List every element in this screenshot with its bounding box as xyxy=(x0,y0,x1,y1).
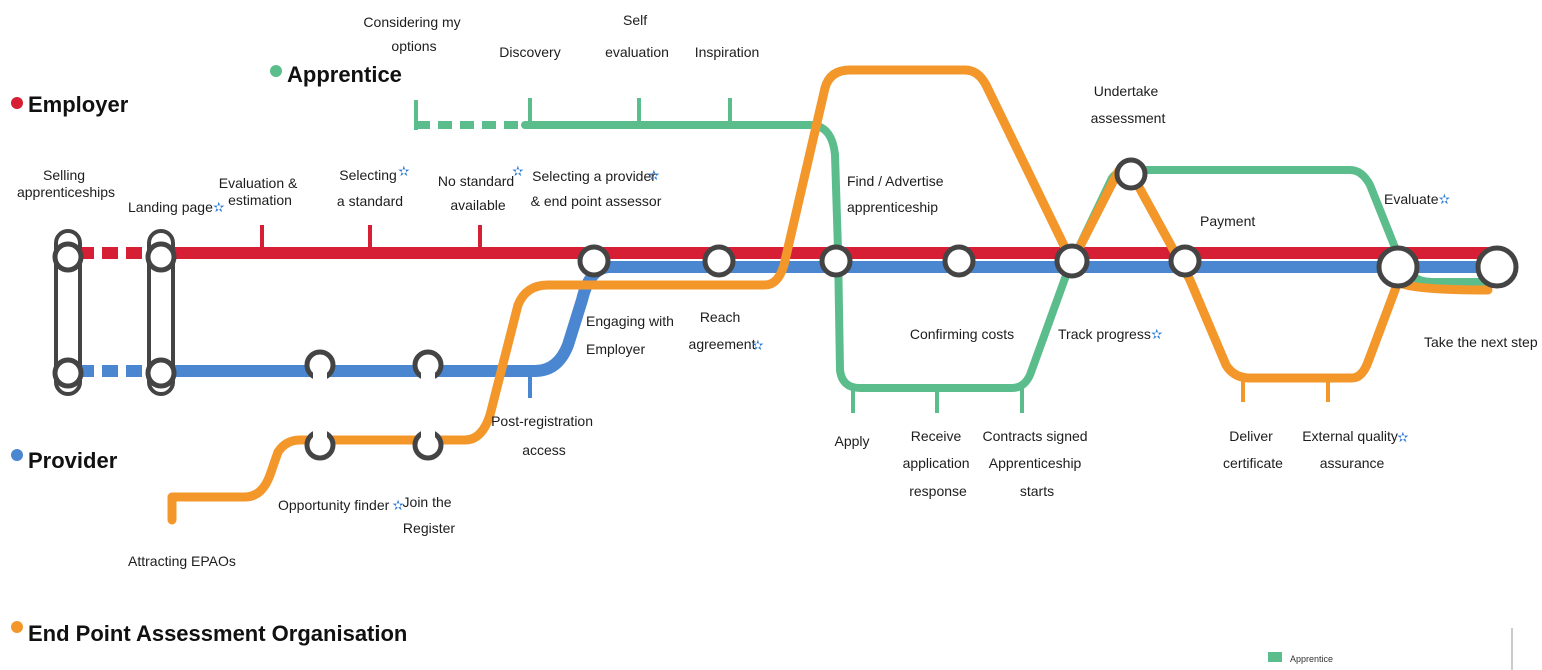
station-find-advertise xyxy=(819,244,853,278)
provider-legend-dot xyxy=(11,449,23,461)
station-engaging xyxy=(577,244,611,278)
label-evaluation: Evaluation & estimation xyxy=(219,175,302,208)
provider-legend-label: Provider xyxy=(28,448,118,473)
provider-line xyxy=(156,261,1504,377)
label-selecting-provider: Selecting a provider & end point assesso… xyxy=(531,168,662,209)
label-apply: Apply xyxy=(834,433,869,449)
key-panel: Apprentice xyxy=(1268,628,1513,670)
employer-legend-dot xyxy=(11,97,23,109)
employer-legend-label: Employer xyxy=(28,92,129,117)
label-inspiration: Inspiration xyxy=(695,44,760,60)
station-track-progress xyxy=(1054,243,1090,279)
star-external-quality: ✫ xyxy=(1397,430,1409,446)
station-landing-bottom xyxy=(145,357,177,389)
station-payment xyxy=(1168,244,1202,278)
label-deliver: Deliver certificate xyxy=(1223,428,1283,471)
star-selecting-provider: ✫ xyxy=(648,168,660,184)
station-selling-top xyxy=(52,241,84,273)
station-join-link xyxy=(421,365,435,445)
station-labels: Selling apprenticeships Landing page✫ Ev… xyxy=(17,12,1542,569)
station-undertake xyxy=(1114,157,1148,191)
label-confirming-costs: Confirming costs xyxy=(910,326,1014,342)
apprentice-legend-label: Apprentice xyxy=(287,62,402,87)
key-apprentice-swatch xyxy=(1268,652,1282,662)
star-selecting-standard: ✫ xyxy=(398,164,410,180)
label-self-evaluation: Self evaluation xyxy=(605,12,669,60)
key-apprentice-label: Apprentice xyxy=(1290,654,1333,664)
label-receive: Receive application response xyxy=(903,428,974,499)
legend: Employer Apprentice Provider End Point A… xyxy=(11,62,407,646)
label-join-register: Join the Register xyxy=(403,494,456,536)
epao-legend-dot xyxy=(11,621,23,633)
star-no-standard: ✫ xyxy=(512,164,524,180)
star-reach-agreement: ✫ xyxy=(752,338,764,354)
label-payment: Payment xyxy=(1200,213,1255,229)
station-reach-agreement xyxy=(702,244,736,278)
station-opportunity-link xyxy=(313,365,327,445)
route-lines xyxy=(78,65,1504,525)
station-confirming-costs xyxy=(942,244,976,278)
label-no-standard: No standard available xyxy=(438,173,518,213)
label-selecting-standard: Selecting a standard xyxy=(337,167,403,209)
label-evaluate: Evaluate✫ xyxy=(1384,191,1450,208)
stations xyxy=(52,157,1519,461)
label-external-quality: External quality assurance xyxy=(1302,428,1402,471)
label-reach-agreement: Reach agreement xyxy=(689,309,756,352)
label-find-advertise: Find / Advertise apprenticeship xyxy=(847,173,947,215)
label-attracting-epaos: Attracting EPAOs xyxy=(128,553,236,569)
label-considering: Considering my options xyxy=(363,14,464,54)
label-undertake: Undertake assessment xyxy=(1091,83,1166,126)
label-opportunity-finder: Opportunity finder✫ xyxy=(278,497,404,514)
label-discovery: Discovery xyxy=(499,44,560,60)
station-landing-top xyxy=(145,241,177,273)
apprentice-line xyxy=(521,121,1492,392)
station-selling-bottom xyxy=(52,357,84,389)
epao-legend-label: End Point Assessment Organisation xyxy=(28,621,407,646)
label-contracts: Contracts signed Apprenticeship starts xyxy=(983,428,1092,499)
label-selling: Selling apprenticeships xyxy=(17,167,115,200)
label-track-progress: Track progress✫ xyxy=(1058,326,1163,343)
label-take-next-step: Take the next step✫ xyxy=(1424,334,1542,351)
epao-line xyxy=(167,65,1493,525)
label-post-registration: Post-registration access xyxy=(491,413,597,458)
label-engaging: Engaging with Employer xyxy=(586,313,678,357)
station-landing xyxy=(147,229,175,396)
station-next-step xyxy=(1475,245,1519,289)
apprentice-legend-dot xyxy=(270,65,282,77)
label-landing-page: Landing page✫ xyxy=(128,199,225,216)
station-selling xyxy=(54,229,82,396)
station-evaluate xyxy=(1376,245,1420,289)
station-ticks xyxy=(260,98,1330,413)
